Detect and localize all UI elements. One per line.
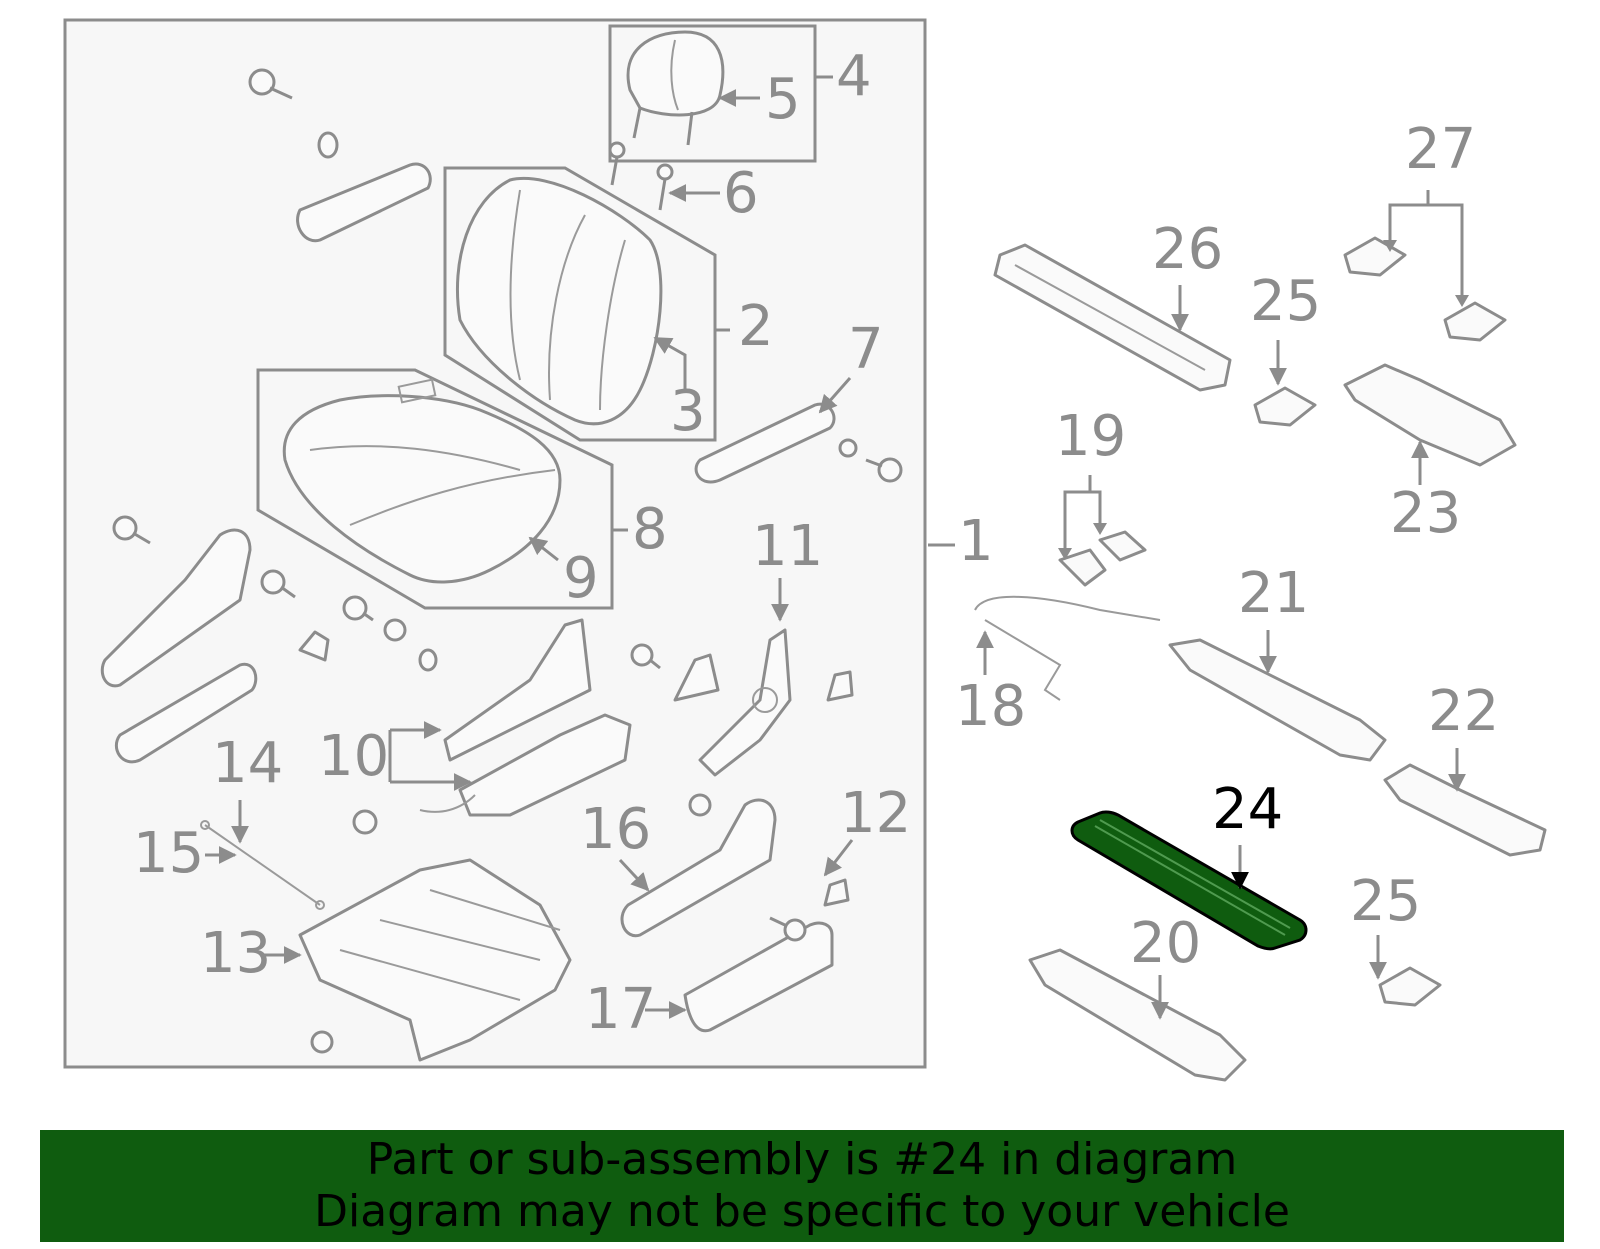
callout-22: 22 (1428, 679, 1499, 744)
callout-16: 16 (580, 797, 651, 862)
callout-18: 18 (955, 674, 1026, 739)
headrest (626, 30, 725, 146)
side-cover-left-upper (100, 528, 252, 688)
seat-back (455, 177, 663, 426)
callout-5: 5 (765, 67, 801, 132)
callout-1: 1 (958, 509, 994, 574)
cable-18 (974, 595, 1161, 701)
callout-11: 11 (752, 514, 823, 579)
armrest-left (296, 162, 432, 243)
callout-21: 21 (1238, 561, 1309, 626)
bracket-23 (1343, 363, 1517, 467)
recliner-bracket-11 (698, 628, 792, 777)
callout-14: 14 (212, 731, 283, 796)
callout-4: 4 (836, 44, 872, 109)
callout-25-lower: 25 (1350, 869, 1421, 934)
callout-6: 6 (723, 161, 759, 226)
callout-23: 23 (1390, 481, 1461, 546)
side-cover-left-lower (114, 662, 258, 764)
rail-20 (1028, 948, 1247, 1082)
side-cover-16 (620, 798, 777, 938)
seat-cushion-group-box (256, 368, 614, 610)
step-cover-24-highlighted (1070, 810, 1308, 951)
seat-cushion (282, 378, 562, 584)
seat-back-group-box (443, 166, 717, 442)
clip-25-lower (1378, 966, 1442, 1007)
callout-26: 26 (1152, 217, 1223, 282)
callout-15: 15 (133, 821, 204, 886)
callout-25-upper: 25 (1250, 269, 1321, 334)
rail-22 (1383, 763, 1547, 857)
seat-frame-13 (298, 858, 572, 1062)
callout-10: 10 (318, 724, 389, 789)
banner-line-2: Diagram may not be specific to your vehi… (314, 1186, 1290, 1237)
callout-27: 27 (1405, 117, 1476, 182)
callout-9: 9 (563, 546, 599, 611)
latch-19 (1058, 530, 1147, 587)
clip-27 (1343, 236, 1507, 342)
rail-21 (1168, 638, 1387, 762)
cable-14 (200, 820, 325, 910)
callout-numbers: 1 2 3 4 5 6 7 8 9 10 11 12 13 14 15 16 1… (133, 44, 1499, 1042)
callout-2: 2 (738, 294, 774, 359)
step-cover-26 (993, 243, 1232, 392)
callout-24: 24 (1212, 777, 1283, 842)
seat-adjuster-10 (419, 618, 632, 817)
clip-25-upper (1253, 386, 1317, 427)
part-info-banner: Part or sub-assembly is #24 in diagram D… (40, 1130, 1564, 1242)
callout-3: 3 (670, 379, 706, 444)
callout-7: 7 (848, 317, 884, 382)
callout-12: 12 (840, 781, 911, 846)
callout-8: 8 (632, 497, 668, 562)
callout-19: 19 (1055, 404, 1126, 469)
front-cover-17 (683, 921, 834, 1033)
callout-17: 17 (585, 977, 656, 1042)
headrest-group-box (608, 24, 817, 163)
bolts-and-washers (112, 68, 903, 1054)
callout-20: 20 (1130, 911, 1201, 976)
banner-line-1: Part or sub-assembly is #24 in diagram (366, 1134, 1238, 1185)
leader-lines (205, 75, 1469, 1020)
callout-13: 13 (200, 921, 271, 986)
